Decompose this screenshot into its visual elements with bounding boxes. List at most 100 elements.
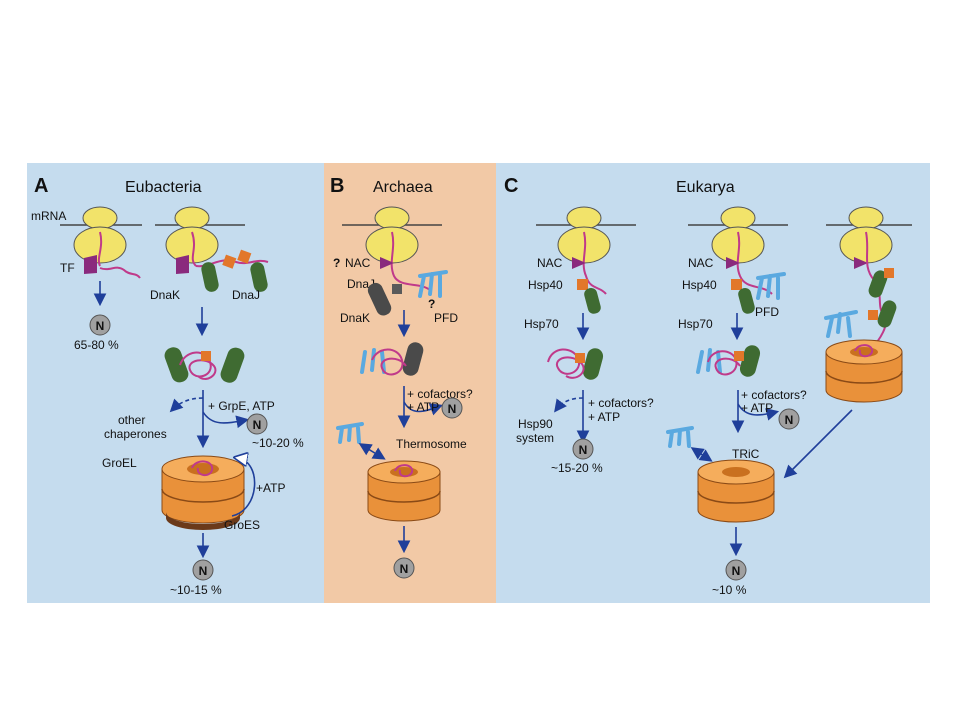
yield-label: ~10-15 %	[170, 583, 222, 597]
dnaj-icon	[237, 249, 252, 264]
groel-barrel-icon	[161, 455, 245, 530]
hsp70-icon	[877, 300, 897, 328]
hsp70-icon	[738, 287, 755, 314]
yield-label: 65-80 %	[74, 338, 119, 352]
nac-label: NAC	[537, 256, 563, 270]
tric-barrel-icon	[697, 459, 775, 523]
grpe-atp-label: + GrpE, ATP	[208, 399, 275, 413]
nac-label: NAC	[345, 256, 371, 270]
svg-text:N: N	[785, 413, 794, 427]
groel-label: GroEL	[102, 456, 137, 470]
yield-label: ~15-20 %	[551, 461, 603, 475]
dnaj-label: DnaJ	[347, 277, 375, 291]
panel-a-title: Eubacteria	[125, 179, 202, 196]
groes-label: GroES	[224, 518, 260, 532]
double-arrow	[358, 443, 386, 460]
mrna-label: mRNA	[31, 209, 66, 223]
dnak-label: DnaK	[150, 288, 180, 302]
dnak-icon	[367, 282, 402, 316]
chaperone-complex-icon	[547, 348, 604, 380]
native-protein-badge: N	[393, 557, 415, 579]
other-chaperones-label: other	[118, 413, 145, 427]
ribosome-icon	[73, 206, 127, 264]
panel-c-letter: C	[504, 175, 518, 197]
atp-label: +ATP	[256, 481, 285, 495]
hsp40-icon	[731, 279, 742, 290]
tf-icon	[176, 255, 189, 274]
nac-icon	[572, 257, 586, 269]
cofactors-label: + cofactors?	[741, 388, 807, 402]
nascent-chain	[191, 231, 197, 267]
hsp40-icon	[868, 310, 878, 320]
native-protein-badge: N	[89, 314, 111, 336]
native-protein-badge: N	[192, 559, 214, 581]
cofactors-label: + cofactors?	[588, 396, 654, 410]
svg-text:N: N	[96, 319, 105, 333]
yield-label: ~10-20 %	[252, 436, 304, 450]
polypeptide-chain	[865, 231, 887, 351]
hsp40-icon	[884, 268, 894, 278]
double-arrow	[690, 447, 713, 462]
polypeptide-chain	[736, 231, 773, 295]
native-protein-badge: N	[441, 397, 463, 419]
chaperone-complex-icon	[696, 345, 761, 377]
native-protein-badge: N	[572, 438, 594, 460]
pfd-icon	[418, 270, 448, 298]
thermosome-barrel-icon	[367, 460, 441, 522]
ribosome-icon	[365, 206, 419, 264]
ribosome-icon	[711, 206, 765, 264]
pfd-icon	[824, 310, 858, 338]
dnaj-icon	[222, 254, 237, 269]
yield-label: ~10 %	[712, 583, 747, 597]
nascent-chain	[97, 231, 103, 267]
polypeptide-chain	[582, 231, 607, 295]
panel-a-background	[27, 163, 324, 603]
dashed-arrow	[169, 397, 204, 413]
svg-text:N: N	[253, 418, 262, 432]
panel-c-title: Eukarya	[676, 179, 735, 196]
polypeptide-chain	[390, 231, 431, 291]
pfd-label: PFD	[755, 305, 779, 319]
atp-label: + ATP	[588, 410, 620, 424]
ribosome-icon	[165, 206, 219, 264]
pfd-label: PFD	[434, 311, 458, 325]
panel-a-letter: A	[34, 175, 48, 197]
native-protein-badge: N	[725, 559, 747, 581]
chaperone-complex-icon	[164, 347, 245, 383]
ribosome-icon	[557, 206, 611, 264]
panel-b-letter: B	[330, 175, 344, 197]
arrow	[202, 411, 250, 429]
other-chaperones-label: chaperones	[104, 427, 167, 441]
pfd-icon	[666, 426, 694, 448]
hsp90-label: system	[516, 431, 554, 445]
hsp90-label: Hsp90	[518, 417, 553, 431]
hsp70-label: Hsp70	[524, 317, 559, 331]
hsp40-label: Hsp40	[528, 278, 563, 292]
atp-label: + ATP	[741, 401, 773, 415]
hsp40-label: Hsp40	[682, 278, 717, 292]
dashed-arrow	[554, 397, 584, 413]
svg-text:N: N	[400, 562, 409, 576]
cycle-arrow	[231, 458, 256, 517]
panel-b-background	[324, 163, 496, 603]
nac-icon	[726, 257, 740, 269]
hsp70-icon	[868, 270, 888, 298]
atp-label: + ATP	[407, 400, 439, 414]
svg-text:N: N	[448, 402, 457, 416]
dnaj-label: DnaJ	[232, 288, 260, 302]
tric-barrel-icon	[825, 339, 903, 403]
arrow	[783, 409, 853, 479]
chaperone-complex-icon	[360, 342, 424, 376]
hsp70-label: Hsp70	[678, 317, 713, 331]
svg-text:N: N	[199, 564, 208, 578]
cofactors-label: + cofactors?	[407, 387, 473, 401]
question-mark: ?	[333, 256, 340, 270]
nac-icon	[380, 257, 394, 269]
dnak-icon	[250, 262, 268, 292]
pfd-icon	[336, 422, 364, 444]
ribosome-icon	[839, 206, 893, 264]
nac-icon	[854, 257, 868, 269]
tf-label: TF	[60, 261, 75, 275]
hsp70-icon	[584, 287, 601, 314]
